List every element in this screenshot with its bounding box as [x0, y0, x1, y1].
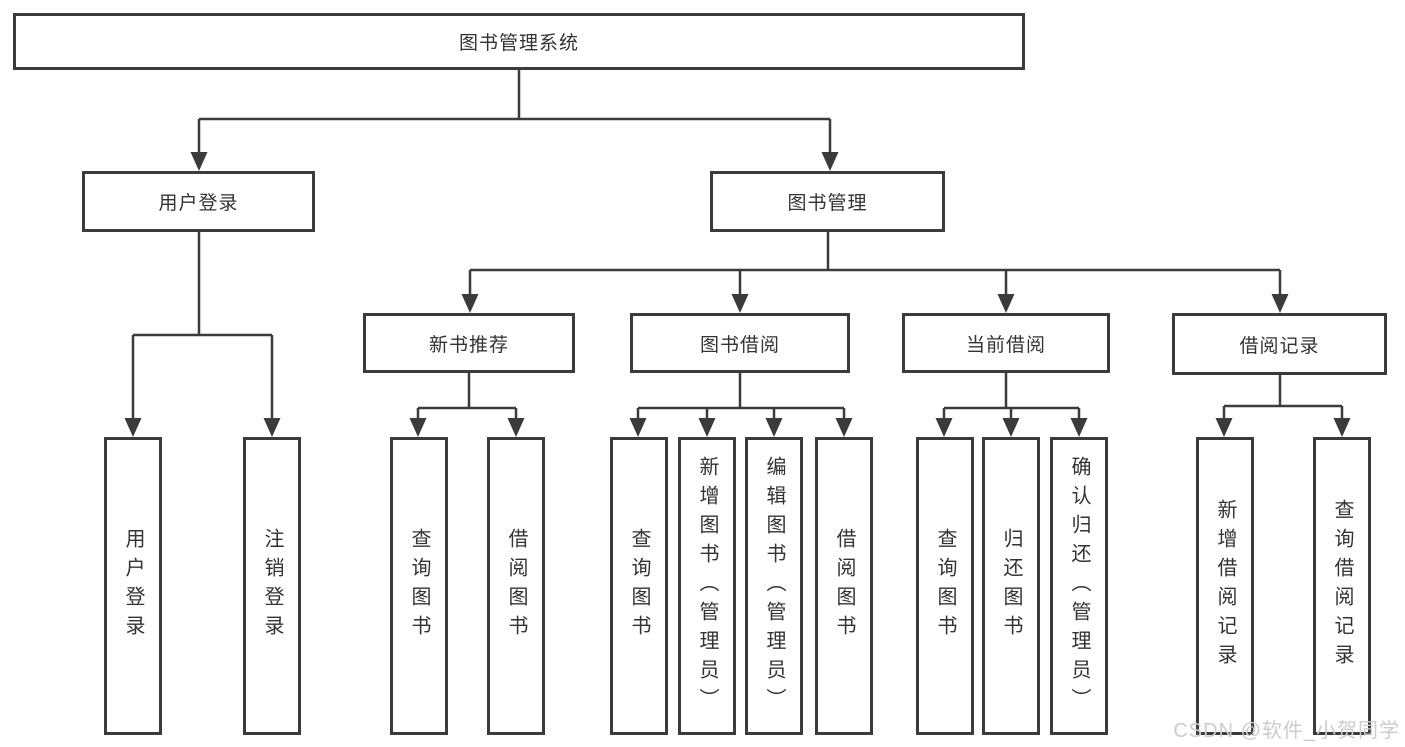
leaf-add-borrow-record: 新增借阅记录 [1196, 437, 1254, 735]
node-label: 查询图书 [408, 528, 430, 644]
leaf-borrow-books: 借阅图书 [815, 437, 873, 735]
node-label: 用户登录 [122, 528, 144, 644]
node-label: 图书管理系统 [458, 33, 579, 54]
node-label: 编辑图书（管理员） [763, 455, 785, 717]
node-label: 借阅图书 [833, 528, 855, 644]
node-label: 借阅记录 [1239, 335, 1320, 357]
node-label: 借阅图书 [505, 528, 527, 644]
leaf-edit-books-admin: 编辑图书（管理员） [745, 437, 803, 735]
leaf-borrow-books-recommend: 借阅图书 [487, 437, 545, 735]
leaf-logout: 注销登录 [243, 437, 301, 735]
node-label: 新书推荐 [428, 334, 509, 356]
node-borrowing-records: 借阅记录 [1172, 313, 1387, 375]
arrowhead [190, 152, 208, 171]
node-book-borrowing: 图书借阅 [630, 313, 850, 373]
node-user-login: 用户登录 [82, 171, 315, 232]
node-label: 查询图书 [628, 528, 650, 644]
node-library-management-system: 图书管理系统 [13, 13, 1025, 70]
leaf-query-books-recommend: 查询图书 [390, 437, 448, 735]
arrowheads [124, 152, 1351, 437]
node-label: 查询图书 [934, 528, 956, 644]
node-label: 当前借阅 [965, 334, 1046, 356]
node-new-book-recommendation: 新书推荐 [363, 313, 575, 373]
node-label: 新增借阅记录 [1214, 499, 1236, 673]
leaf-add-books-admin: 新增图书（管理员） [678, 437, 736, 735]
leaf-user-login: 用户登录 [104, 437, 162, 735]
node-label: 新增图书（管理员） [696, 455, 718, 717]
leaf-query-books-borrowing: 查询图书 [610, 437, 668, 735]
node-label: 图书借阅 [699, 334, 780, 356]
leaf-query-borrow-record: 查询借阅记录 [1313, 437, 1371, 735]
node-label: 用户登录 [158, 193, 239, 214]
leaf-return-books: 归还图书 [982, 437, 1040, 735]
node-label: 归还图书 [1000, 528, 1022, 644]
node-label: 图书管理 [787, 193, 868, 214]
node-label: 确认归还（管理员） [1068, 455, 1090, 717]
node-book-management: 图书管理 [710, 171, 945, 232]
node-label: 查询借阅记录 [1331, 499, 1353, 673]
leaf-confirm-return-admin: 确认归还（管理员） [1050, 437, 1108, 735]
node-label: 注销登录 [261, 528, 283, 644]
csdn-watermark: CSDN @软件_小贺同学 [1173, 720, 1400, 742]
node-current-borrowing: 当前借阅 [902, 313, 1110, 373]
leaf-query-books-current: 查询图书 [916, 437, 974, 735]
